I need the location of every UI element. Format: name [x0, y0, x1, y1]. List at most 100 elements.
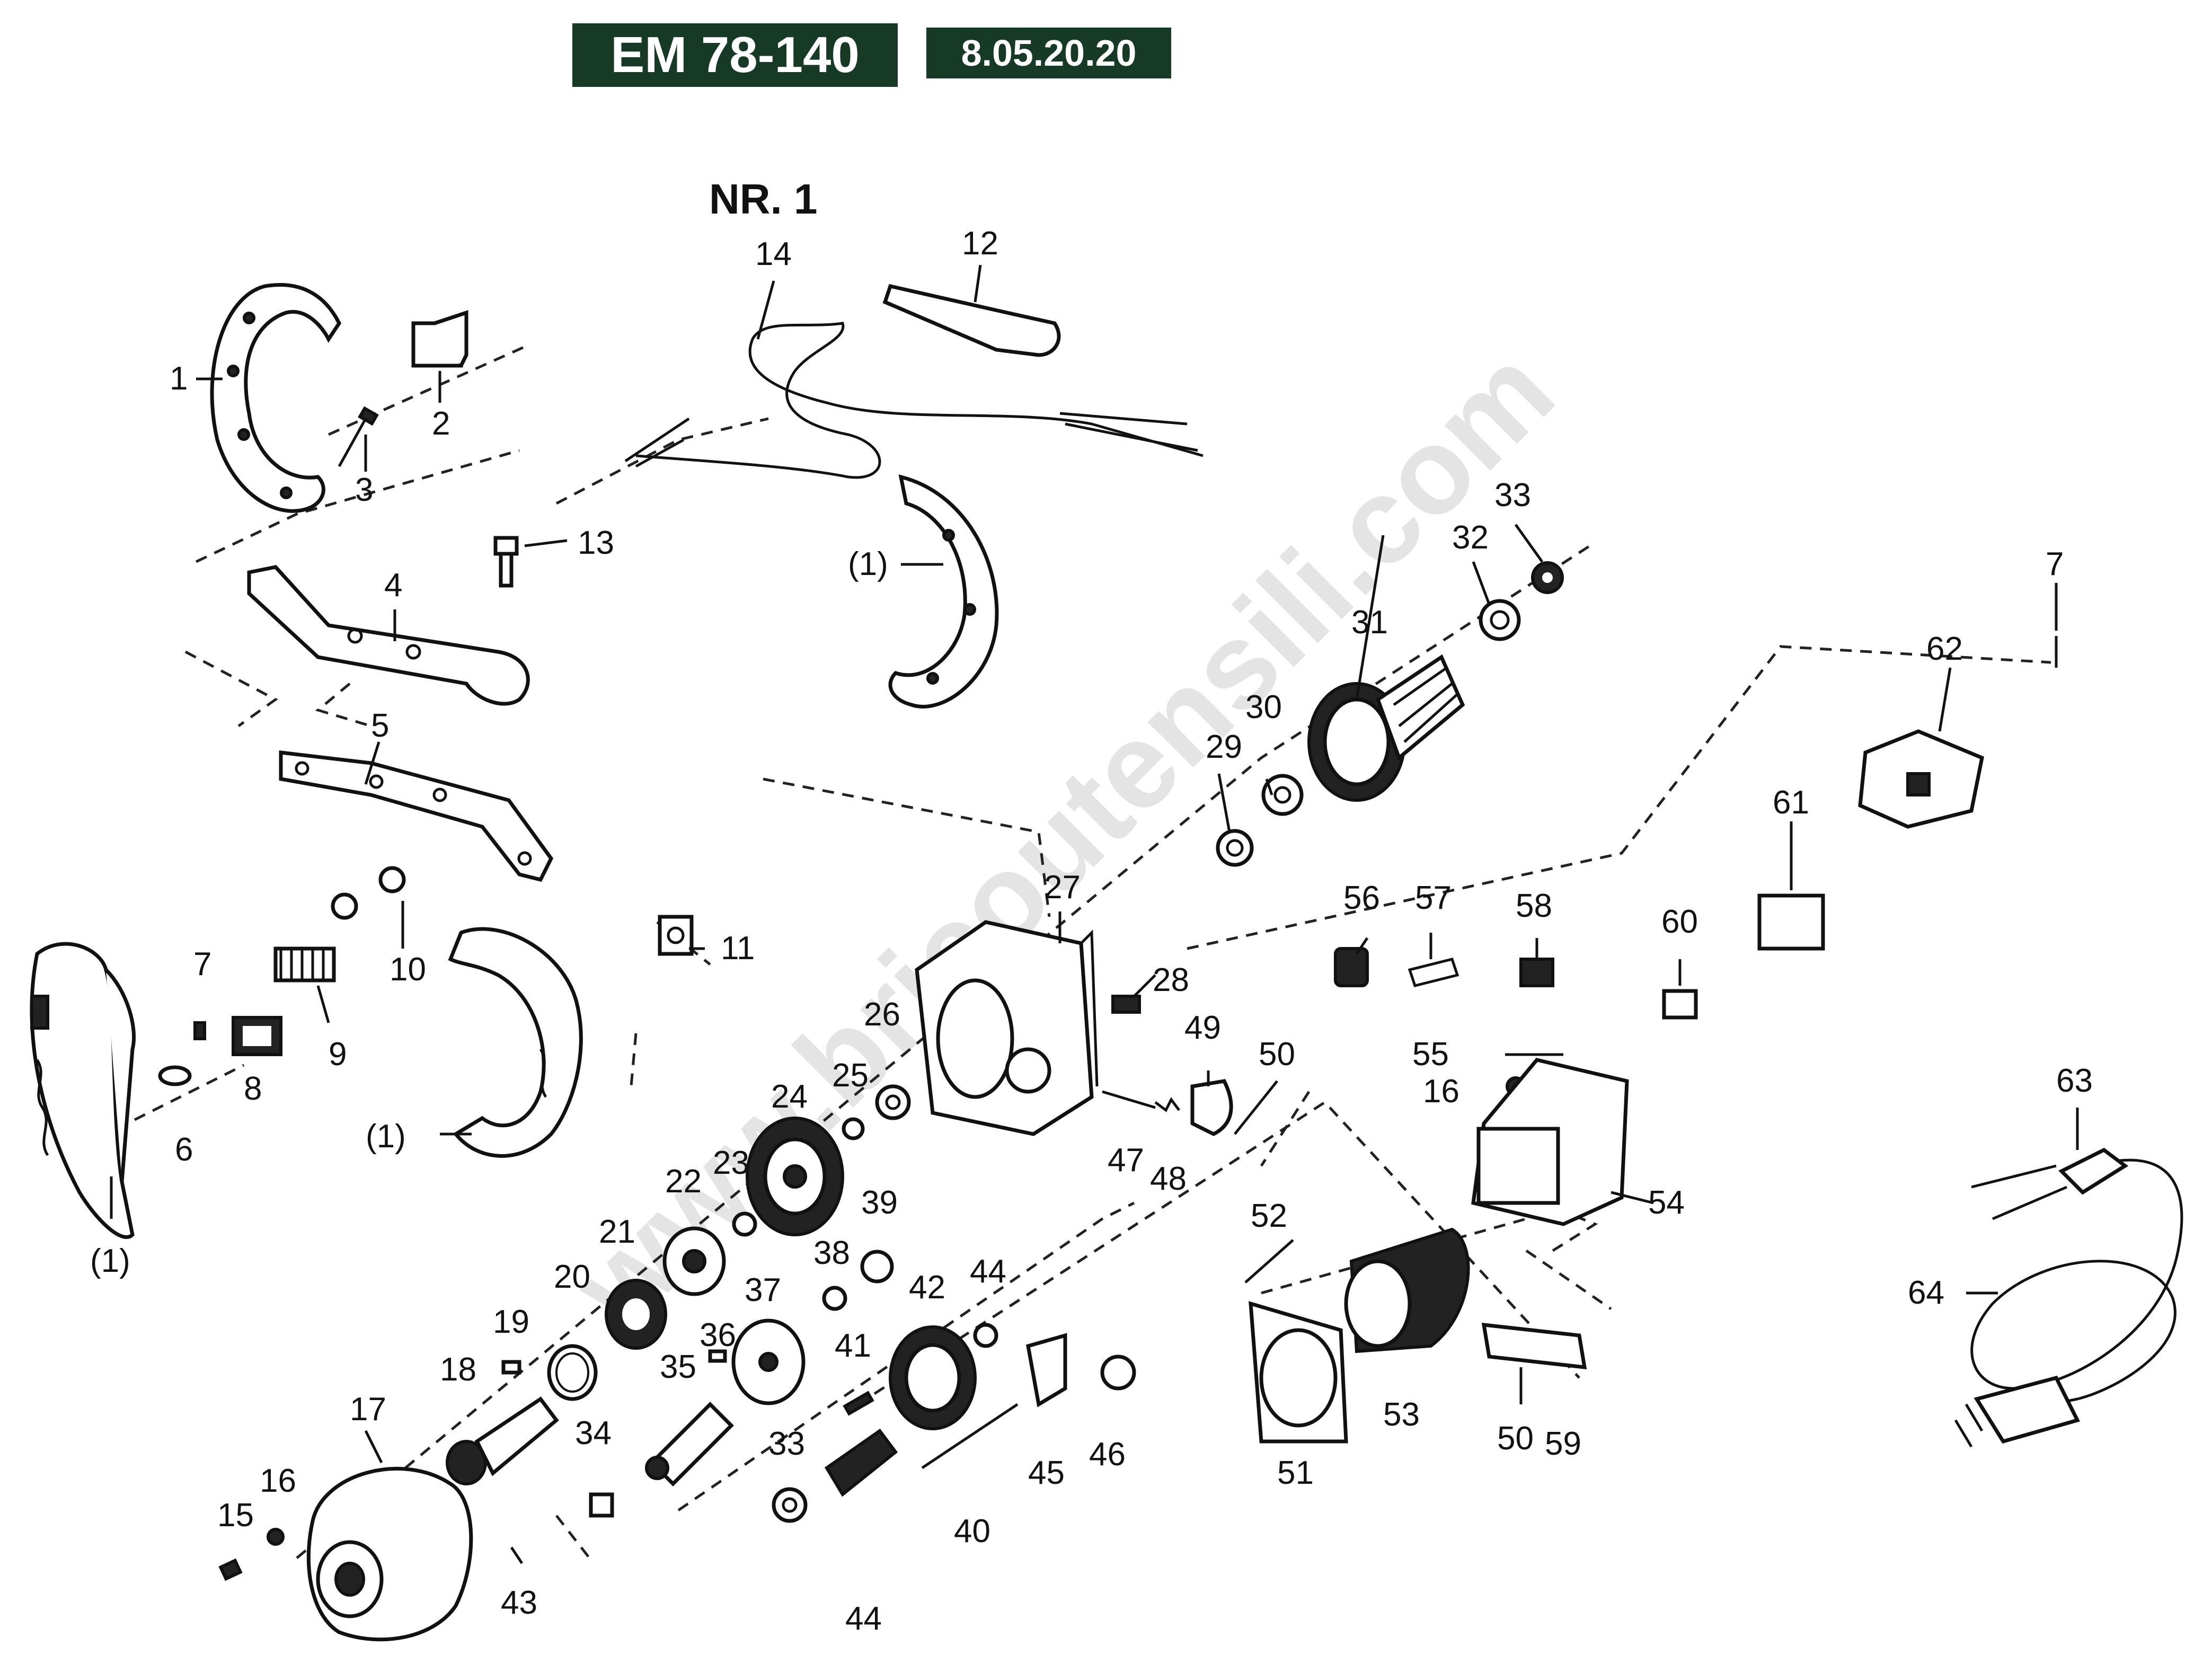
bearing-39 — [860, 1250, 894, 1283]
nut-16-left — [267, 1528, 285, 1546]
sleeve-12 — [882, 284, 1061, 357]
callout-5: 5 — [371, 707, 389, 744]
lever-49 — [1190, 1079, 1233, 1136]
callout-6: 6 — [175, 1131, 193, 1168]
callout-50-top: 50 — [1259, 1036, 1295, 1073]
clip-11 — [658, 915, 694, 956]
key-19 — [501, 1360, 521, 1375]
connector-block-2 — [411, 310, 468, 368]
terminal-28 — [1111, 995, 1141, 1014]
callout-51: 51 — [1277, 1455, 1314, 1491]
callout-19: 19 — [493, 1304, 529, 1340]
callout-62: 62 — [1926, 631, 1963, 667]
handle-frame-1 — [210, 283, 342, 513]
pin-36 — [708, 1349, 727, 1363]
callout-57: 57 — [1415, 880, 1452, 916]
baffle-51 — [1249, 1301, 1348, 1444]
gear-24 — [746, 1117, 844, 1236]
callout-32: 32 — [1452, 519, 1489, 556]
callout-43: 43 — [501, 1585, 537, 1621]
callout-30: 30 — [1245, 689, 1282, 725]
callout-44-bottom: 44 — [845, 1600, 882, 1637]
callout-1: 1 — [170, 360, 188, 397]
callout-18: 18 — [440, 1351, 476, 1388]
callout-42: 42 — [909, 1269, 945, 1306]
side-handle-right — [448, 927, 583, 1158]
brush-cap-60 — [1662, 989, 1698, 1020]
pinion-44-bottom — [824, 1428, 898, 1497]
screw-3 — [338, 406, 379, 467]
callout-46: 46 — [1089, 1436, 1126, 1473]
switch-58 — [1519, 958, 1554, 987]
washer-38 — [822, 1286, 847, 1311]
washer-29 — [1216, 829, 1254, 867]
callout-22: 22 — [665, 1163, 702, 1200]
bracket-45 — [1025, 1333, 1067, 1408]
gear-37 — [731, 1318, 806, 1405]
screw-13 — [493, 536, 519, 588]
callout-48: 48 — [1150, 1161, 1187, 1197]
callout-25: 25 — [832, 1057, 869, 1094]
callout-ref-1-a: (1) — [848, 546, 888, 582]
callout-28: 28 — [1153, 962, 1189, 998]
callout-16-right: 16 — [1423, 1073, 1459, 1110]
callout-45: 45 — [1028, 1455, 1065, 1491]
callout-27: 27 — [1044, 869, 1081, 906]
callout-4: 4 — [384, 567, 402, 604]
plate-8 — [232, 1016, 282, 1056]
callout-20: 20 — [554, 1259, 590, 1295]
callout-38: 38 — [813, 1235, 850, 1271]
end-cap-62 — [1858, 729, 1984, 829]
leader-lines — [110, 264, 2079, 1464]
handle-frame-1-right — [888, 474, 999, 709]
pin-43 — [510, 1546, 524, 1564]
ring-20 — [547, 1344, 598, 1401]
model-badge: EM 78-140 — [572, 23, 898, 87]
callout-34: 34 — [575, 1415, 612, 1451]
callout-49: 49 — [1184, 1010, 1221, 1046]
brush-holder-61 — [1757, 893, 1825, 951]
spindle-18 — [446, 1396, 559, 1485]
shaft-40 — [921, 1403, 1019, 1470]
callout-23: 23 — [713, 1145, 749, 1181]
gear-case-17 — [306, 1467, 473, 1642]
callout-52: 52 — [1251, 1198, 1287, 1234]
clip-6 — [158, 1065, 192, 1086]
washers-10 — [331, 866, 406, 920]
callout-54: 54 — [1648, 1184, 1685, 1221]
callout-35: 35 — [660, 1349, 696, 1385]
screw-15 — [218, 1558, 243, 1581]
bearing-30 — [1261, 774, 1304, 816]
callout-53: 53 — [1383, 1396, 1420, 1433]
callout-7-right: 7 — [2046, 546, 2064, 582]
callout-55: 55 — [1412, 1036, 1449, 1073]
bushing-44-top — [973, 1323, 998, 1348]
callout-8: 8 — [244, 1070, 262, 1107]
callout-44-top: 44 — [970, 1253, 1006, 1290]
callout-13: 13 — [578, 525, 614, 561]
bearing-32 — [1479, 599, 1521, 641]
strain-relief-63 — [1971, 1147, 2129, 1220]
part-code-badge: 8.05.20.20 — [926, 28, 1171, 78]
callout-63: 63 — [2056, 1063, 2093, 1099]
callout-33-bottom: 33 — [768, 1426, 805, 1462]
callout-17: 17 — [350, 1391, 386, 1428]
plate-4 — [247, 565, 530, 706]
callout-ref-1-c: (1) — [90, 1243, 130, 1279]
washer-33-bottom — [772, 1487, 808, 1523]
bearing-33-top — [1531, 561, 1564, 594]
callout-11: 11 — [721, 930, 755, 967]
washer-23 — [732, 1211, 757, 1237]
switch-slide-59 — [1481, 1323, 1587, 1369]
bearing-21 — [605, 1279, 667, 1350]
callout-29: 29 — [1206, 729, 1242, 765]
knob-56 — [1334, 947, 1369, 987]
callout-26: 26 — [864, 996, 900, 1033]
nut-34 — [589, 1492, 614, 1518]
bearing-26 — [875, 1084, 911, 1120]
spring-57 — [1408, 958, 1459, 987]
callout-40: 40 — [954, 1513, 990, 1550]
callout-58: 58 — [1516, 888, 1552, 924]
armature-31 — [1307, 654, 1465, 802]
